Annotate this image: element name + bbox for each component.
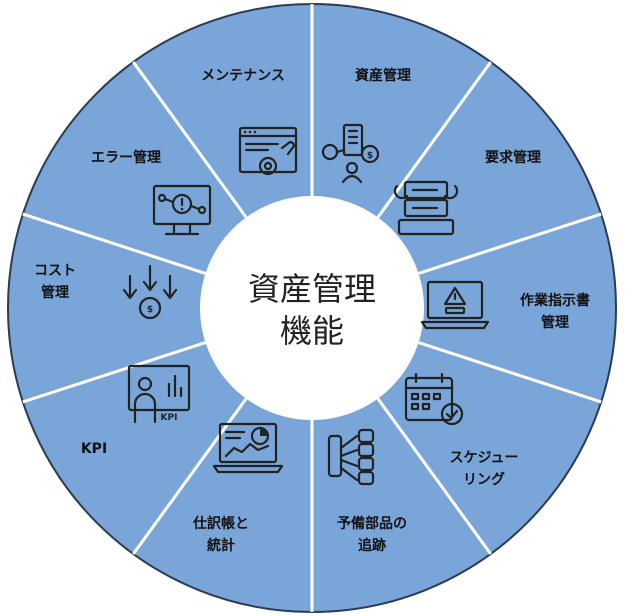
segment-label-spare-parts-line2: 追跡 — [358, 537, 386, 554]
kpi-presentation-icon: KPI — [127, 364, 191, 424]
segment-divider — [22, 341, 206, 404]
segment-label-scheduling-line1: スケジュー — [449, 450, 518, 466]
segment-label-journal-line2: 統計 — [207, 537, 235, 554]
segment-label-journal-line1: 仕訳帳と — [192, 515, 249, 532]
segment-divider — [418, 341, 602, 404]
monitor-error-icon — [152, 184, 212, 236]
segment-label-error-management: エラー管理 — [91, 149, 161, 166]
segment-divider — [376, 397, 492, 555]
segment-divider — [376, 61, 492, 219]
svg-text:$: $ — [367, 151, 373, 161]
svg-text:KPI: KPI — [161, 413, 178, 423]
server-wrench-icon — [393, 180, 459, 236]
svg-text:$: $ — [147, 305, 153, 315]
segment-label-asset-management: 資産管理 — [355, 67, 411, 84]
segment-label-kpi: KPI — [81, 441, 107, 457]
laptop-analytics-icon — [212, 422, 284, 474]
segment-divider — [22, 212, 206, 275]
segment-label-work-order-line2: 管理 — [541, 314, 569, 331]
assets-network-icon: $ — [321, 123, 380, 184]
cost-down-arrows-icon: $ — [122, 264, 178, 320]
segment-label-cost-line2: 管理 — [41, 284, 69, 301]
segment-dividers — [22, 4, 602, 612]
segment-label-spare-parts-line1: 予備部品の — [337, 515, 407, 532]
center-title-line1: 資産管理 — [248, 270, 376, 308]
center-circle — [200, 196, 424, 420]
segment-label-scheduling-line2: リング — [463, 471, 505, 488]
parts-tracking-icon — [327, 428, 375, 486]
segment-labels: 資産管理 要求管理 作業指示書 管理 スケジュー リング 予備部品の 追跡 仕訳… — [34, 67, 590, 554]
laptop-warning-icon — [420, 280, 490, 330]
calendar-check-icon — [404, 372, 464, 426]
segment-divider — [132, 61, 248, 219]
segment-label-request-management: 要求管理 — [485, 149, 541, 166]
center-title-line2: 機能 — [280, 312, 344, 350]
segment-label-work-order-line1: 作業指示書 — [520, 292, 590, 309]
segment-divider — [418, 212, 602, 275]
segment-label-cost-line1: コスト — [34, 263, 76, 279]
browser-settings-icon — [238, 126, 298, 176]
segment-label-maintenance: メンテナンス — [201, 68, 285, 84]
